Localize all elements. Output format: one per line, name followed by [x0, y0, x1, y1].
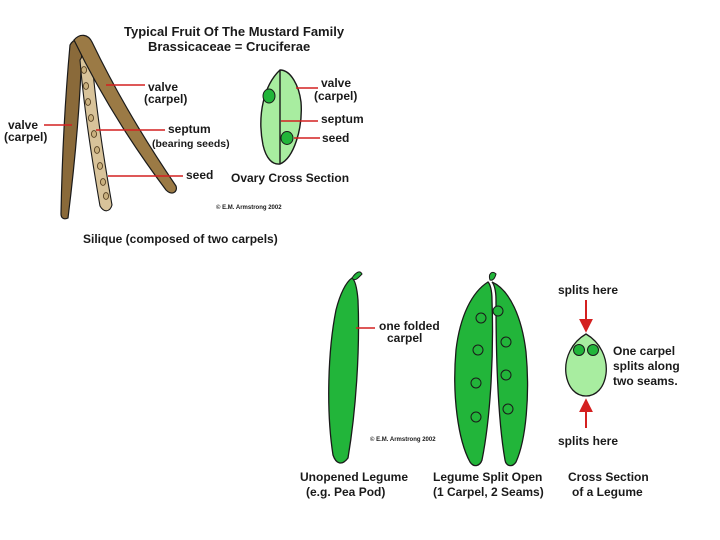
pea: [475, 312, 487, 324]
seed: [84, 98, 92, 106]
legume-peas: [470, 305, 514, 423]
label-ovary-seed: seed: [322, 131, 349, 145]
pea: [470, 377, 482, 389]
seed: [93, 146, 101, 154]
seed: [87, 114, 95, 122]
label-septum-sub: (bearing seeds): [152, 138, 230, 150]
label-valve-left-sub: (carpel): [4, 130, 47, 144]
seed: [82, 82, 90, 90]
seed: [80, 66, 88, 74]
silique-valve-right: [73, 34, 177, 194]
unopened-pod-tip: [351, 271, 363, 281]
pea: [500, 369, 512, 381]
silique-valve-left: [60, 39, 83, 220]
label-splits-top: splits here: [558, 283, 618, 297]
label-valve-left: valve: [8, 118, 38, 132]
label-seed: seed: [186, 168, 213, 182]
pea: [492, 305, 504, 317]
seed: [96, 162, 104, 170]
ovary-outline: [260, 69, 302, 165]
ovary-seed-lower: [280, 131, 294, 145]
label-ovary-septum: septum: [321, 112, 364, 126]
caption-unopened-legume-sub: (e.g. Pea Pod): [306, 485, 385, 499]
label-ovary-valve-sub: (carpel): [314, 89, 357, 103]
legume-section-desc-3: two seams.: [613, 374, 678, 388]
pea: [470, 411, 482, 423]
legume-section-desc-2: splits along: [613, 359, 680, 373]
unopened-legume: [328, 271, 363, 464]
split-legume: [454, 271, 529, 467]
silique-copyright: © E.M. Armstrong 2002: [216, 204, 282, 211]
legume-copyright: © E.M. Armstrong 2002: [370, 436, 436, 443]
seed: [102, 192, 110, 200]
ovary-pointers: [281, 87, 320, 139]
silique-caption: Silique (composed of two carpels): [83, 232, 278, 246]
ovary-caption: Ovary Cross Section: [231, 171, 349, 185]
silique-illustration: [60, 34, 177, 220]
label-septum: septum: [168, 122, 211, 136]
split-pod-stem: [489, 271, 497, 281]
label-splits-bottom: splits here: [558, 434, 618, 448]
legume-section-seed-left: [573, 344, 585, 356]
legume-section-outline: [565, 333, 607, 397]
label-valve-upper: valve: [148, 80, 178, 94]
caption-cross-section-legume: Cross Section: [568, 470, 649, 484]
diagram-title: Typical Fruit Of The Mustard Family: [124, 24, 345, 39]
label-ovary-valve: valve: [321, 76, 351, 90]
seed: [99, 178, 107, 186]
label-folded-carpel: one folded: [379, 319, 440, 333]
pea: [500, 336, 512, 348]
split-pod-left-half: [454, 281, 494, 467]
label-folded-carpel-sub: carpel: [387, 331, 422, 345]
ovary-cross-section: [260, 69, 302, 165]
pea: [472, 344, 484, 356]
label-valve-upper-sub: (carpel): [144, 92, 187, 106]
silique-pointers: [44, 84, 183, 177]
legume-section-seed-right: [587, 344, 599, 356]
legume-cross-section: [565, 333, 607, 397]
legume-section-desc-1: One carpel: [613, 344, 675, 358]
caption-split-legume-sub: (1 Carpel, 2 Seams): [433, 485, 544, 499]
silique-seeds: [80, 66, 110, 200]
caption-unopened-legume: Unopened Legume: [300, 470, 408, 484]
pea: [502, 403, 514, 415]
unopened-pod: [328, 277, 360, 464]
caption-split-legume: Legume Split Open: [433, 470, 542, 484]
diagram-subtitle: Brassicaceae = Cruciferae: [148, 39, 310, 54]
seed: [90, 130, 98, 138]
ovary-seed-upper: [262, 88, 276, 104]
caption-cross-section-legume-sub: of a Legume: [572, 485, 643, 499]
